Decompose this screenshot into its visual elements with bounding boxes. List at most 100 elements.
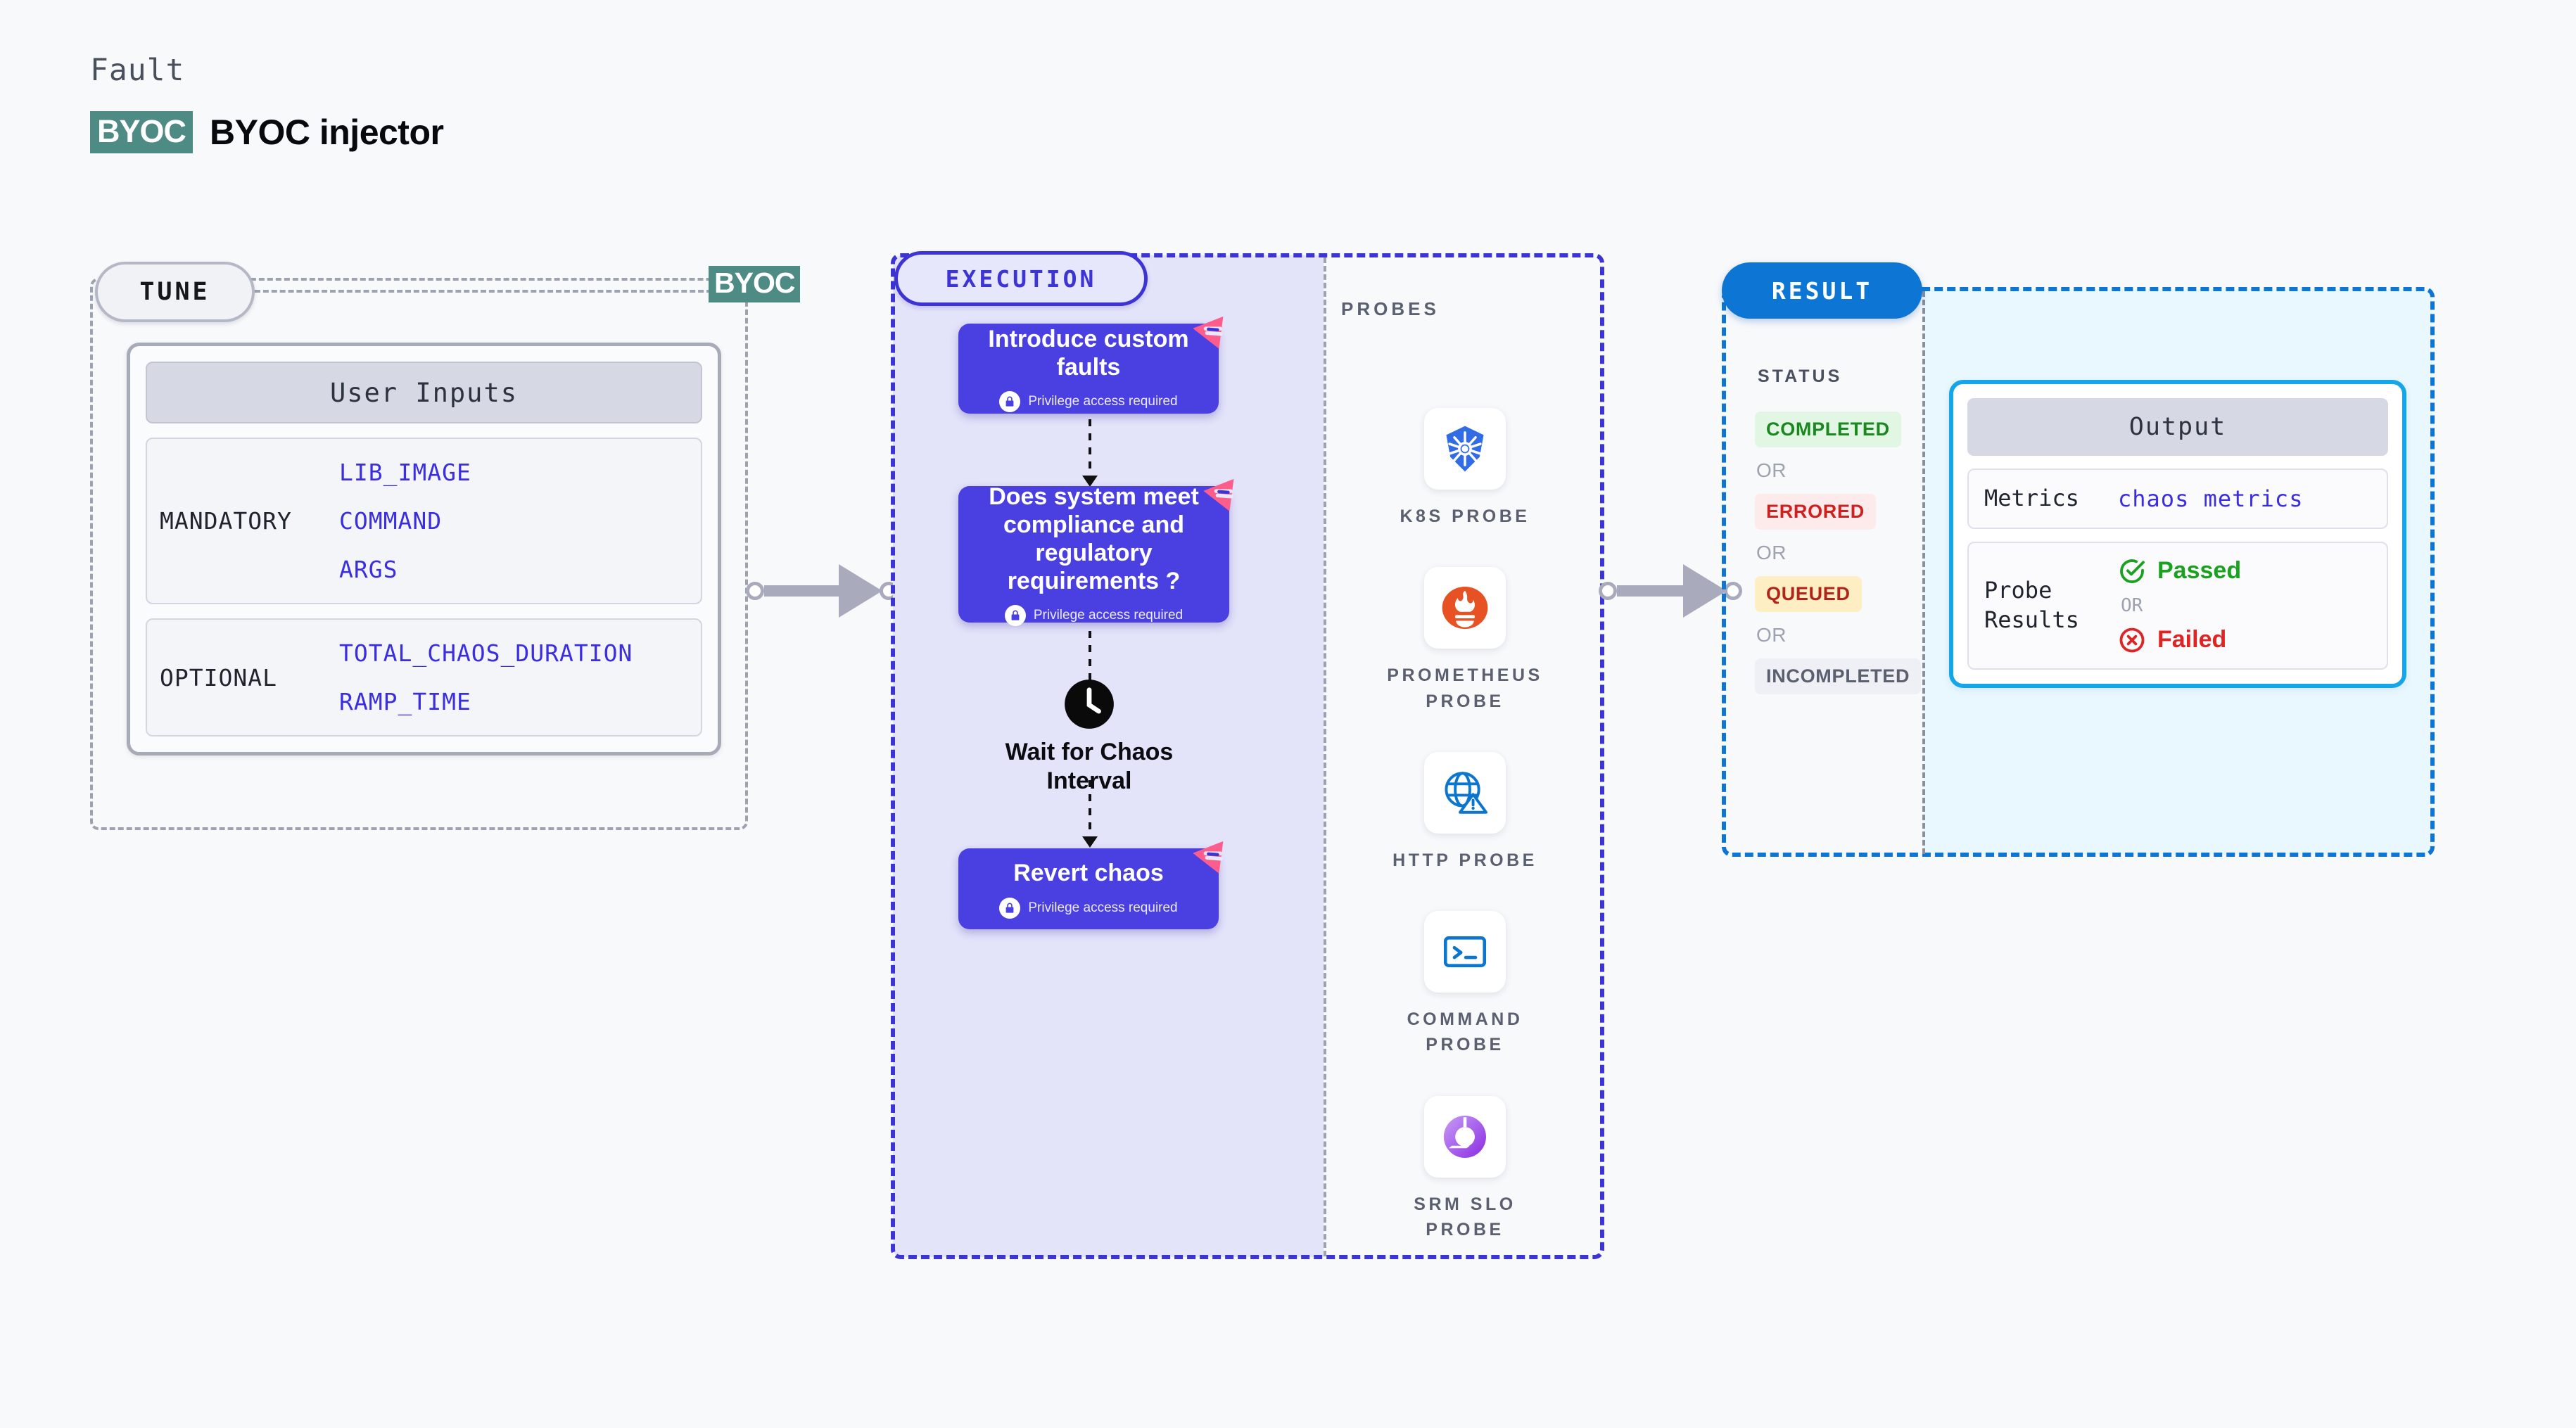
flow-arrow-icon (1082, 780, 1098, 848)
connector-start-dot (746, 582, 764, 600)
probe-label: HTTP PROBE (1392, 850, 1537, 870)
execution-section-boundary (891, 253, 1604, 1259)
execution-panel-background (893, 255, 1324, 1257)
param-ramp-time[interactable]: RAMP_TIME (339, 688, 471, 715)
probe-item-srm-slo[interactable]: SRM SLO PROBE (1338, 1095, 1592, 1243)
result-section-pill[interactable]: RESULT (1722, 262, 1922, 319)
output-probe-results-key: Probe Results (1984, 577, 2079, 633)
probe-item-http[interactable]: HTTP PROBE (1338, 751, 1592, 873)
terminal-icon (1443, 936, 1487, 967)
execution-node-title: Introduce custom faults (988, 325, 1189, 381)
status-badge-completed: COMPLETED (1755, 412, 1901, 447)
srm-slo-icon (1443, 1115, 1487, 1158)
status-column-title: STATUS (1758, 366, 1843, 386)
probes-column-title: PROBES (1341, 298, 1440, 319)
tune-section-boundary (90, 278, 748, 830)
connector-start-dot (1599, 582, 1617, 600)
status-badge-queued: QUEUED (1755, 576, 1862, 612)
fault-badge-icon (1204, 478, 1234, 511)
execution-node-title: Revert chaos (1013, 860, 1164, 887)
user-inputs-card: User Inputs MANDATORY LIB_IMAGE COMMAND … (127, 343, 721, 756)
probe-result-failed-label: Failed (2157, 626, 2227, 654)
probe-result-or-label: OR (2121, 594, 2143, 616)
user-inputs-header: User Inputs (146, 362, 702, 423)
probe-label: SRM SLO PROBE (1414, 1194, 1516, 1239)
param-value-list: LIB_IMAGE COMMAND ARGS (339, 459, 471, 583)
privilege-required-row: Privilege access required (1004, 605, 1184, 627)
execution-node-wait-for-chaos-interval[interactable]: Wait for Chaos Interval (970, 679, 1209, 796)
execution-node-compliance-check[interactable]: Does system meet compliance and regulato… (958, 478, 1234, 627)
param-group-optional: OPTIONAL TOTAL_CHAOS_DURATION RAMP_TIME (146, 618, 702, 737)
status-or-label: OR (1756, 624, 1787, 646)
param-lib-image[interactable]: LIB_IMAGE (339, 459, 471, 486)
page-title-row: BYOC BYOC injector (90, 111, 444, 153)
privilege-required-row: Privilege access required (999, 897, 1178, 919)
param-command[interactable]: COMMAND (339, 507, 443, 535)
fault-badge-icon (1193, 841, 1224, 874)
probe-result-passed: Passed (2118, 557, 2241, 585)
output-card-header: Output (1967, 398, 2388, 456)
execution-probes-divider (1324, 257, 1326, 1256)
status-or-label: OR (1756, 542, 1787, 563)
privilege-required-row: Privilege access required (999, 391, 1178, 413)
output-row-probe-results: Probe Results Passed OR Failed (1967, 541, 2388, 670)
prometheus-icon (1442, 587, 1488, 630)
lock-icon (1004, 605, 1026, 627)
output-card: Output Metrics chaos metrics Probe Resul… (1949, 380, 2406, 688)
flow-arrow-icon (1082, 419, 1098, 487)
page-title: BYOC injector (210, 113, 444, 152)
output-metrics-value[interactable]: chaos metrics (2118, 485, 2304, 512)
execution-section-pill[interactable]: EXECUTION (894, 251, 1148, 306)
probes-list: K8S PROBE PROMETHEUS PROBE (1338, 408, 1592, 1242)
check-circle-icon (2120, 559, 2145, 583)
status-or-label: OR (1756, 459, 1787, 481)
execution-node-introduce-custom-faults[interactable]: Introduce custom faults Privilege access… (958, 316, 1224, 414)
probe-tile (1424, 1095, 1506, 1178)
probe-tile (1424, 567, 1506, 649)
output-metrics-key: Metrics (1984, 485, 2079, 511)
tune-section-pill[interactable]: TUNE (95, 262, 255, 322)
fault-eyebrow-label: Fault (90, 53, 185, 88)
privilege-required-text: Privilege access required (1028, 900, 1178, 915)
kubernetes-icon (1446, 426, 1484, 472)
status-list: COMPLETED OR ERRORED OR QUEUED OR INCOMP… (1755, 412, 1922, 694)
result-section-boundary (1722, 287, 2435, 857)
connector-arrowhead-icon (1683, 564, 1727, 618)
connector-bar (1617, 585, 1684, 597)
connector-tune-to-execution (746, 564, 898, 618)
byoc-connector-chip: BYOC (709, 266, 801, 302)
probe-result-passed-label: Passed (2157, 557, 2242, 585)
clock-icon (1065, 680, 1114, 729)
probe-result-failed: Failed (2118, 626, 2241, 654)
probe-label: PROMETHEUS PROBE (1387, 665, 1543, 711)
privilege-required-text: Privilege access required (1033, 608, 1184, 623)
x-circle-icon (2119, 627, 2145, 653)
connector-execution-to-result (1599, 564, 1742, 618)
http-globe-warning-icon (1445, 772, 1488, 814)
fault-badge-icon (1193, 316, 1224, 349)
probe-tile (1424, 911, 1506, 993)
tune-connector-dashed-line (255, 290, 712, 293)
privilege-required-text: Privilege access required (1028, 394, 1178, 409)
param-total-chaos-duration[interactable]: TOTAL_CHAOS_DURATION (339, 639, 633, 667)
output-row-metrics: Metrics chaos metrics (1967, 468, 2388, 529)
lock-icon (999, 391, 1021, 413)
probe-label: COMMAND PROBE (1407, 1009, 1523, 1055)
param-group-mandatory: MANDATORY LIB_IMAGE COMMAND ARGS (146, 438, 702, 604)
param-args[interactable]: ARGS (339, 556, 398, 583)
probe-label: K8S PROBE (1400, 506, 1530, 526)
probe-tile (1424, 751, 1506, 834)
lock-icon (999, 897, 1021, 919)
param-group-label: OPTIONAL (160, 663, 277, 691)
probe-results-values: Passed OR Failed (2118, 557, 2241, 654)
param-group-label: MANDATORY (160, 507, 292, 535)
status-badge-errored: ERRORED (1755, 494, 1876, 530)
status-badge-incompleted: INCOMPLETED (1755, 658, 1922, 694)
probe-item-k8s[interactable]: K8S PROBE (1338, 408, 1592, 529)
probe-item-command[interactable]: COMMAND PROBE (1338, 911, 1592, 1058)
result-status-output-divider (1922, 291, 1925, 854)
connector-bar (764, 585, 840, 597)
probe-item-prometheus[interactable]: PROMETHEUS PROBE (1338, 567, 1592, 714)
execution-node-revert-chaos[interactable]: Revert chaos Privilege access required (958, 841, 1224, 929)
execution-node-title: Does system meet compliance and regulato… (989, 483, 1199, 595)
